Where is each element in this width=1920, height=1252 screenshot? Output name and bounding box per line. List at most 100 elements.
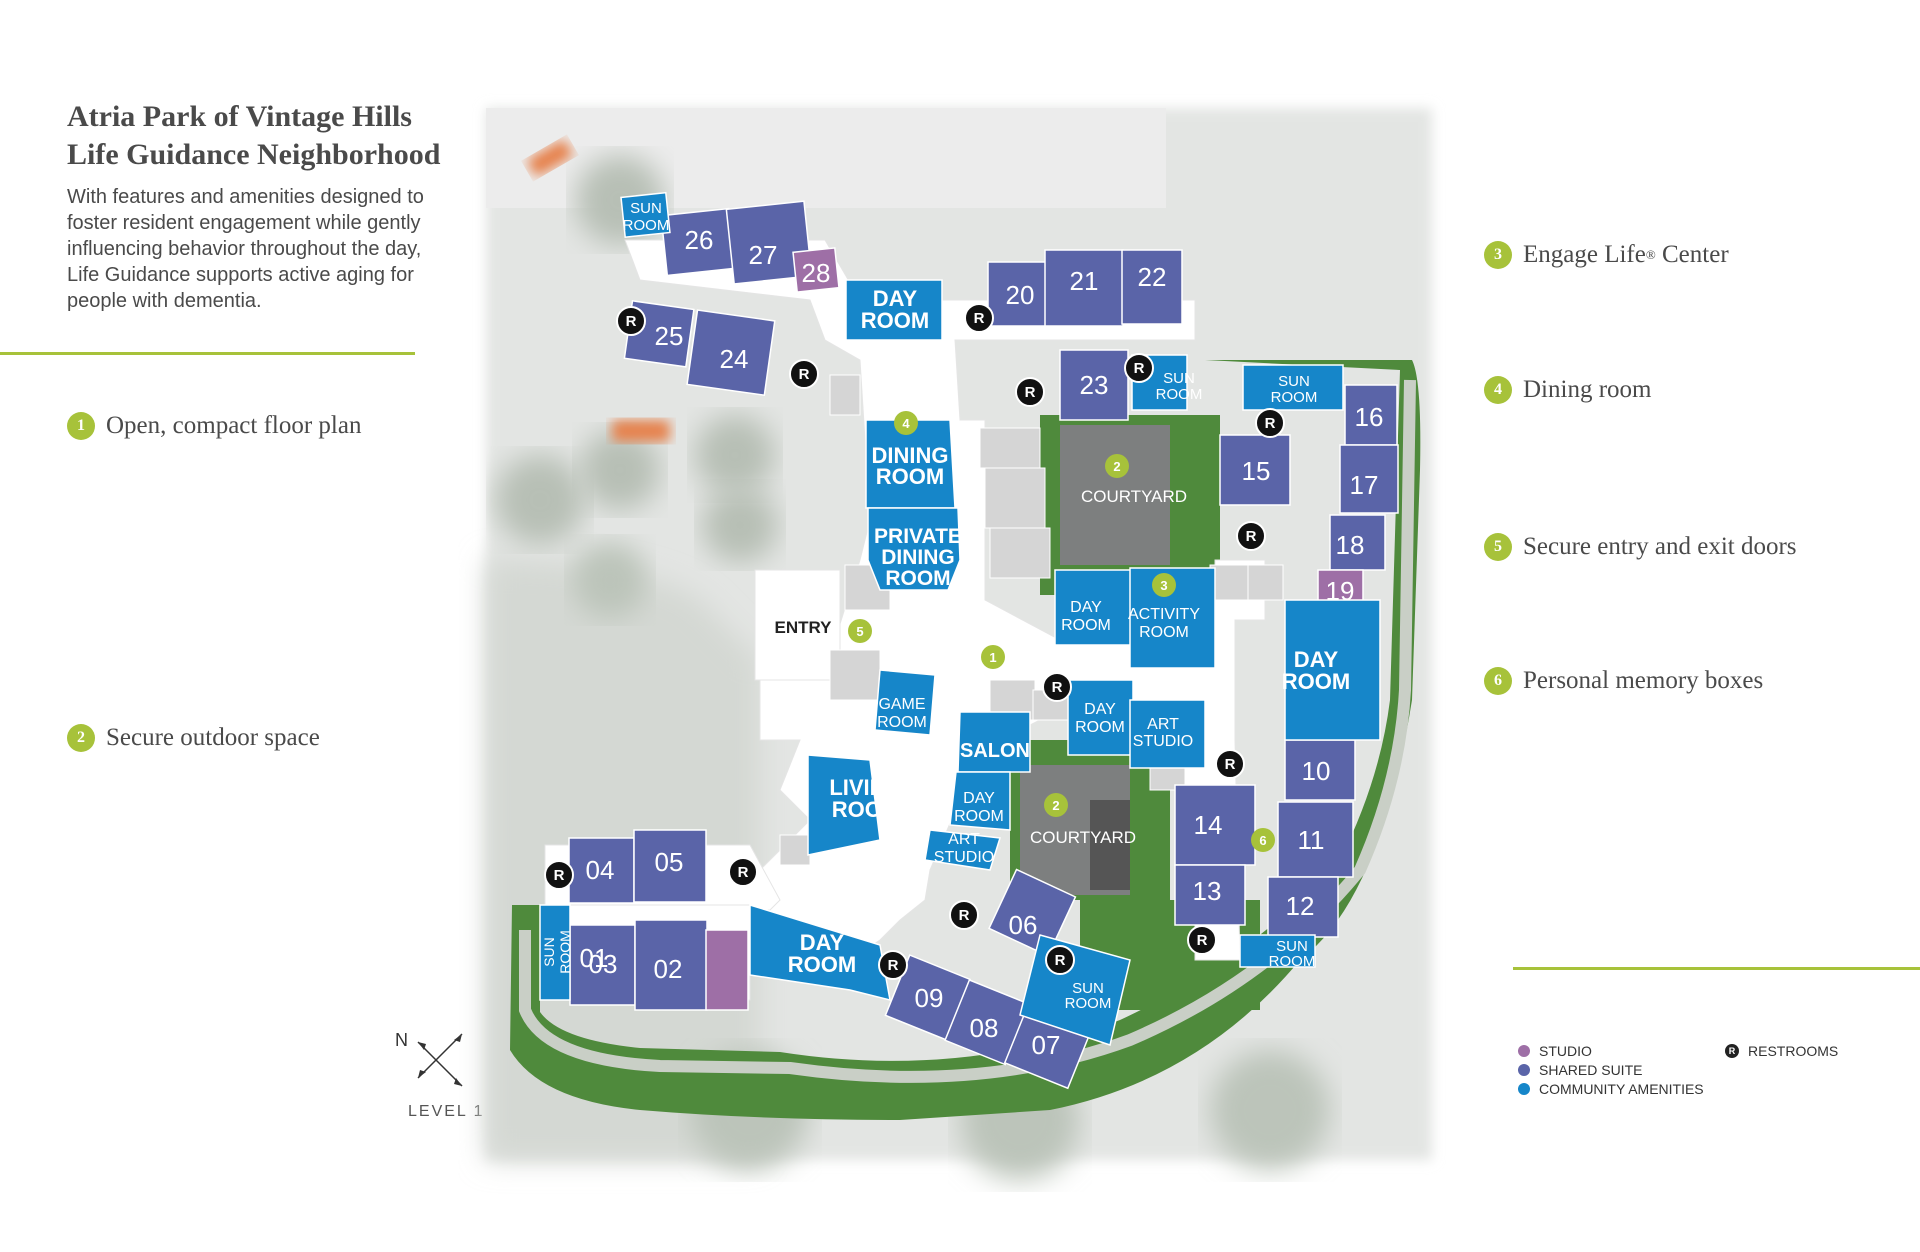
suite-27-number: 27 — [749, 240, 778, 270]
feature-5-number: 5 — [1484, 533, 1512, 561]
dining-room-line2: ROOM — [876, 464, 944, 489]
map-marker-5 — [848, 619, 872, 643]
restroom-icon — [616, 306, 646, 336]
restroom-icon — [949, 900, 979, 930]
feature-1: 1 Open, compact floor plan — [67, 412, 361, 440]
suite-25-number: 25 — [655, 321, 684, 351]
walking-path — [519, 379, 1416, 1083]
sun-room-w-line1: SUN — [541, 937, 557, 967]
map-marker-2-south — [1044, 793, 1068, 817]
feature-5: 5 Secure entry and exit doors — [1484, 533, 1797, 561]
feature-3-label: Engage Life — [1523, 241, 1646, 268]
suite-04-number: 04 — [586, 855, 615, 885]
sun-room-se-line1: SUN — [1276, 938, 1308, 955]
feature-4-label: Dining room — [1523, 376, 1652, 403]
page-title: Atria Park of Vintage Hills Life Guidanc… — [67, 98, 440, 174]
game-room-line1: GAME — [878, 696, 925, 713]
private-dining-line2: DINING — [881, 546, 955, 569]
restroom-letter: R — [799, 366, 810, 383]
feature-6-label: Personal memory boxes — [1523, 667, 1764, 694]
feature-marker-numbers: 1 2 2 3 4 5 6 — [856, 416, 1266, 848]
legend-community: COMMUNITY AMENITIES — [1518, 1081, 1704, 1097]
map-marker-6-label: 6 — [1259, 833, 1266, 848]
day-room-s-line1: DAY — [800, 930, 845, 955]
map-marker-6 — [1251, 828, 1275, 852]
restroom-icon — [544, 860, 574, 890]
restroom-letter: R — [888, 957, 899, 974]
sun-room-e-line2: ROOM — [1271, 389, 1318, 406]
sun-room-s-line1: SUN — [1072, 980, 1104, 997]
day-room-sw-line2: ROOM — [954, 808, 1004, 825]
day-room-mid-line2: ROOM — [1075, 719, 1125, 736]
day-room-n-line2: ROOM — [861, 308, 929, 333]
feature-4: 4 Dining room — [1484, 376, 1651, 404]
restroom-icon — [1045, 945, 1075, 975]
shared-suites — [568, 200, 1399, 1090]
day-room-sw-line1: DAY — [963, 790, 995, 807]
map-marker-3-label: 3 — [1160, 578, 1167, 593]
community-amenities — [539, 191, 1381, 1046]
feature-2-number: 2 — [67, 724, 95, 752]
map-marker-1 — [981, 645, 1005, 669]
restroom-icon — [1236, 521, 1266, 551]
day-room-e-line1: DAY — [1294, 647, 1339, 672]
sun-room-nw-line1: SUN — [630, 200, 662, 217]
salon-label: SALON — [960, 740, 1030, 762]
sun-room-se-line2: ROOM — [1269, 953, 1316, 970]
compass-icon — [417, 1033, 463, 1087]
service-blocks — [779, 374, 1284, 866]
feature-markers — [848, 411, 1275, 852]
suite-17-number: 17 — [1350, 470, 1379, 500]
shared-suite-swatch — [1518, 1064, 1530, 1076]
sun-room-s-line2: ROOM — [1065, 995, 1112, 1012]
feature-3: 3 Engage Life® Center — [1484, 241, 1729, 269]
map-marker-4-label: 4 — [902, 416, 910, 431]
suite-28-number: 28 — [802, 258, 831, 288]
living-room-line2: ROOM — [832, 797, 900, 822]
game-room-line2: ROOM — [877, 714, 927, 731]
suite-08-number: 08 — [970, 1013, 999, 1043]
restroom-markers — [544, 303, 1285, 980]
feature-5-label: Secure entry and exit doors — [1523, 533, 1797, 560]
day-room-center-line2: ROOM — [1061, 617, 1111, 634]
restroom-icon — [1042, 672, 1072, 702]
map-marker-4 — [894, 411, 918, 435]
restroom-letter: R — [1246, 528, 1257, 545]
suite-03-number: 03 — [589, 949, 618, 979]
suite-02-number: 02 — [654, 954, 683, 984]
day-room-s-line2: ROOM — [788, 952, 856, 977]
suite-11-number: 11 — [1298, 825, 1325, 855]
divider-right — [1513, 967, 1920, 970]
sun-room-e-line1: SUN — [1278, 373, 1310, 390]
map-marker-2-north — [1105, 454, 1129, 478]
courtyard-north-area — [1060, 425, 1170, 565]
feature-2: 2 Secure outdoor space — [67, 724, 320, 752]
feature-3-number: 3 — [1484, 241, 1512, 269]
legend-restrooms-label: RESTROOMS — [1748, 1043, 1839, 1059]
restroom-letter: R — [974, 310, 985, 327]
dining-room-line1: DINING — [872, 443, 949, 468]
title-line-1: Atria Park of Vintage Hills — [67, 100, 412, 133]
day-room-e-line2: ROOM — [1282, 669, 1350, 694]
activity-room-line1: ACTIVITY — [1128, 606, 1200, 623]
map-marker-5-label: 5 — [856, 624, 863, 639]
suite-18-number: 18 — [1336, 530, 1365, 560]
legend-shared-suite-label: SHARED SUITE — [1539, 1062, 1643, 1078]
legend-shared-suite: SHARED SUITE — [1518, 1062, 1642, 1078]
restroom-letter: R — [1025, 384, 1036, 401]
feature-1-number: 1 — [67, 412, 95, 440]
suite-14-number: 14 — [1194, 810, 1223, 840]
sun-room-ne-line1: SUN — [1163, 370, 1195, 387]
feature-3-suffix: Center — [1655, 241, 1729, 268]
legend-studio: STUDIO — [1518, 1043, 1592, 1059]
studio-swatch — [1518, 1045, 1530, 1057]
suite-15-number: 15 — [1242, 456, 1271, 486]
activity-room-line2: ROOM — [1139, 624, 1189, 641]
restroom-icon — [1015, 377, 1045, 407]
amenity-labels: SUN ROOM DAY ROOM SUN ROOM SUN ROOM DINI… — [541, 200, 1350, 1012]
suite-16-number: 16 — [1355, 402, 1384, 432]
restroom-icon — [1124, 353, 1154, 383]
restroom-icon — [1255, 408, 1285, 438]
restroom-letter: R — [1265, 415, 1276, 432]
feature-2-label: Secure outdoor space — [106, 724, 320, 751]
